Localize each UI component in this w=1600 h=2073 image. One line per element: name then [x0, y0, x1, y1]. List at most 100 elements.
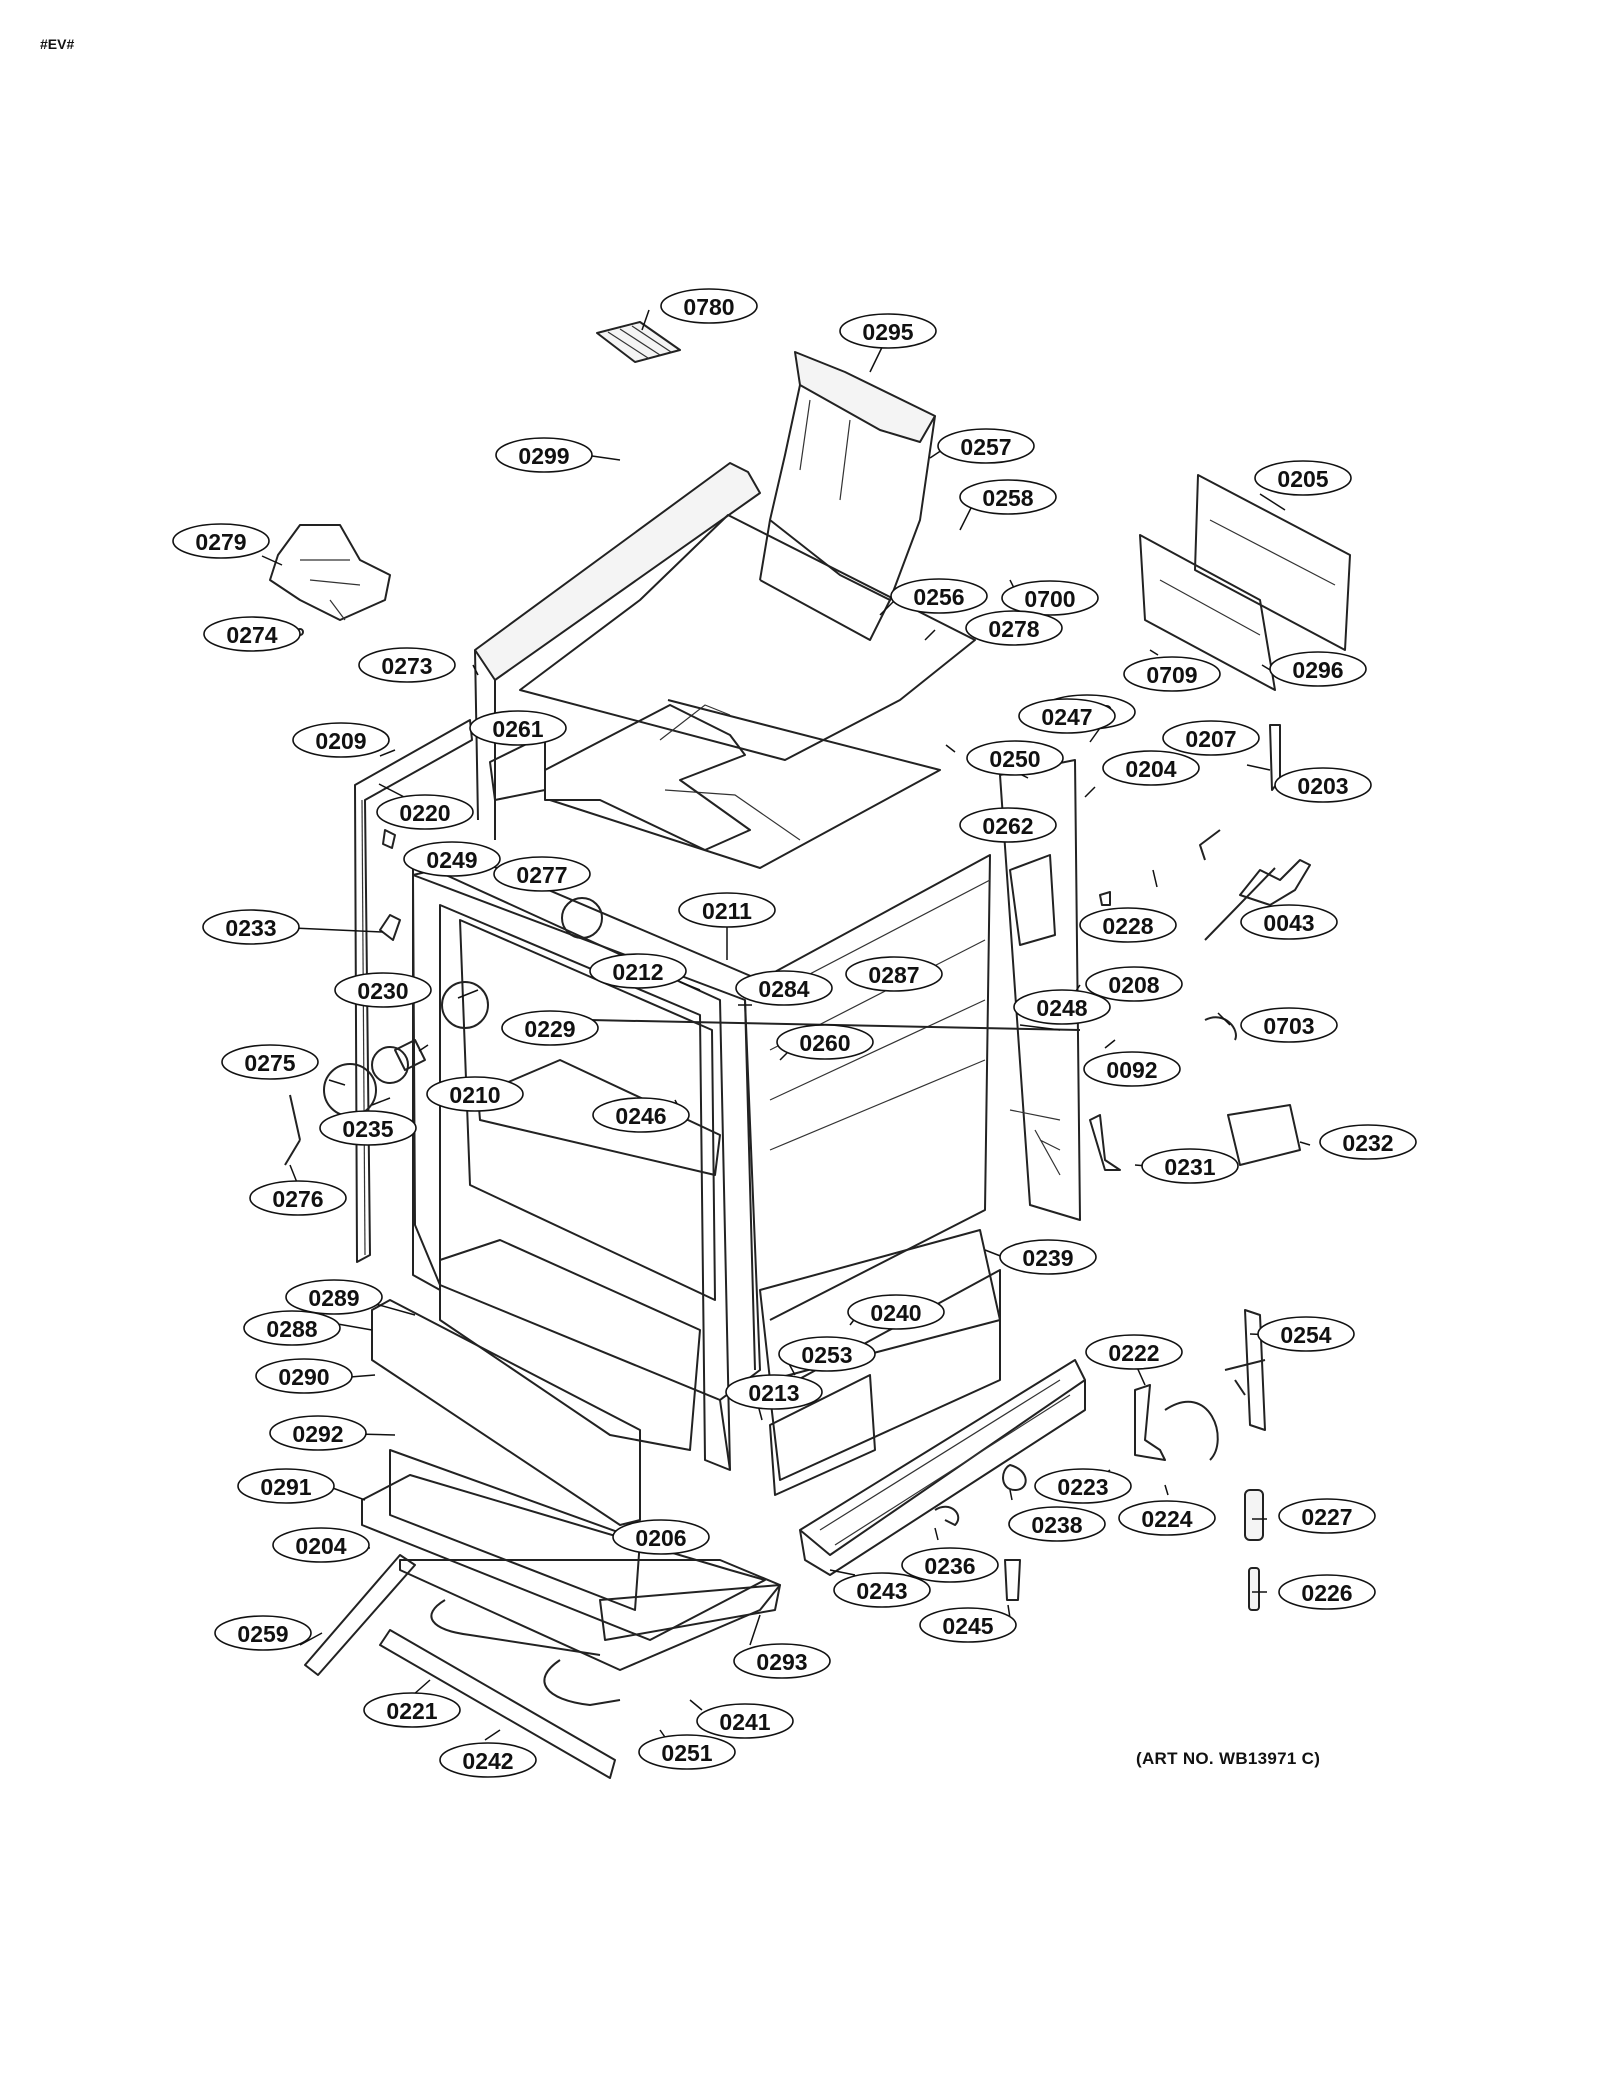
callout-0239: 0239	[999, 1239, 1097, 1275]
callout-label: 0213	[748, 1380, 799, 1406]
callout-label: 0278	[988, 616, 1039, 642]
callout-0262: 0262	[959, 807, 1057, 843]
front-frame-part	[412, 859, 731, 1471]
callout-label: 0203	[1297, 773, 1348, 799]
callout-0279: 0279	[172, 523, 270, 559]
callout-bubble	[1083, 1051, 1181, 1087]
callout-bubble	[901, 1547, 999, 1583]
callout-bubble	[919, 1607, 1017, 1643]
callout-0288: 0288	[243, 1310, 341, 1346]
callout-0261: 0261	[469, 710, 567, 746]
callout-bubble	[1162, 720, 1260, 756]
callout-0241: 0241	[696, 1703, 794, 1739]
callout-bubble	[959, 479, 1057, 515]
callout-bubble	[319, 1110, 417, 1146]
callout-bubble	[376, 794, 474, 830]
callout-0284: 0284	[735, 970, 833, 1006]
callout-bubble	[1278, 1498, 1376, 1534]
callout-0259: 0259	[214, 1615, 312, 1651]
callout-bubble	[1269, 651, 1367, 687]
small-parts-right	[934, 859, 1311, 1611]
callout-0205: 0205	[1254, 460, 1352, 496]
callout-0257: 0257	[937, 428, 1035, 464]
callout-0274: 0274	[203, 616, 301, 652]
callout-label: 0289	[308, 1285, 359, 1311]
callout-0287: 0287	[845, 956, 943, 992]
callout-0249: 0249	[403, 841, 501, 877]
callout-label: 0260	[799, 1030, 850, 1056]
callout-label: 0288	[266, 1316, 317, 1342]
callout-0256: 0256	[890, 578, 988, 614]
callout-label: 0290	[278, 1364, 329, 1390]
art-number: (ART NO. WB13971 C)	[1136, 1749, 1321, 1768]
callout-0043: 0043	[1240, 904, 1338, 940]
callout-label: 0230	[357, 978, 408, 1004]
oven-top-plate-part	[544, 699, 941, 869]
callout-bubble	[237, 1468, 335, 1504]
flue-duct-part	[759, 351, 936, 641]
callout-bubble	[847, 1294, 945, 1330]
callout-bubble	[334, 972, 432, 1008]
callout-0246: 0246	[592, 1097, 690, 1133]
callout-label: 0254	[1280, 1322, 1331, 1348]
callout-bubble	[833, 1572, 931, 1608]
callout-0228: 0228	[1079, 907, 1177, 943]
callout-label: 0238	[1031, 1512, 1082, 1538]
callout-bubble	[1257, 1316, 1355, 1352]
callout-0236: 0236	[901, 1547, 999, 1583]
callout-bubble	[965, 610, 1063, 646]
callout-bubble	[1001, 580, 1099, 616]
callout-label: 0233	[225, 915, 276, 941]
callout-bubble	[735, 970, 833, 1006]
callout-bubble	[495, 437, 593, 473]
callout-0240: 0240	[847, 1294, 945, 1330]
callout-label: 0043	[1263, 910, 1314, 936]
callout-label: 0204	[1125, 756, 1176, 782]
callout-label: 0206	[635, 1525, 686, 1551]
callout-0299: 0299	[495, 437, 593, 473]
callout-0204: 0204	[272, 1527, 370, 1563]
callout-0221: 0221	[363, 1692, 461, 1728]
callout-bubble	[1085, 1334, 1183, 1370]
callout-bubble	[493, 856, 591, 892]
callout-label: 0211	[702, 898, 752, 924]
callout-0243: 0243	[833, 1572, 931, 1608]
callout-label: 0235	[342, 1116, 393, 1142]
broiler-pan-part	[371, 1239, 701, 1526]
callout-bubble	[1254, 460, 1352, 496]
callout-0209: 0209	[292, 722, 390, 758]
callout-bubble	[1141, 1148, 1239, 1184]
callout-label: 0243	[856, 1578, 907, 1604]
callout-bubble	[678, 892, 776, 928]
callout-0780: 0780	[660, 288, 758, 324]
callout-bubble	[776, 1024, 874, 1060]
callout-label: 0253	[801, 1342, 852, 1368]
callout-bubble	[839, 313, 937, 349]
callout-bubble	[1018, 698, 1116, 734]
callout-label: 0295	[862, 319, 913, 345]
callout-bubble	[890, 578, 988, 614]
callout-label: 0780	[683, 294, 734, 320]
callout-0250: 0250	[966, 740, 1064, 776]
callout-label: 0207	[1185, 726, 1236, 752]
callout-bubble	[638, 1734, 736, 1770]
callout-label: 0092	[1106, 1057, 1157, 1083]
callout-0206: 0206	[612, 1519, 710, 1555]
bake-element-part	[304, 1554, 781, 1779]
callout-label: 0249	[426, 847, 477, 873]
callout-0213: 0213	[725, 1374, 823, 1410]
callout-0254: 0254	[1257, 1316, 1355, 1352]
callout-0295: 0295	[839, 313, 937, 349]
callout-0203: 0203	[1274, 767, 1372, 803]
callout-label: 0275	[244, 1050, 295, 1076]
oven-artwork	[269, 321, 1351, 1779]
callout-label: 0256	[913, 584, 964, 610]
callout-label: 0261	[492, 716, 543, 742]
callout-0226: 0226	[1278, 1574, 1376, 1610]
callout-0296: 0296	[1269, 651, 1367, 687]
callout-label: 0241	[719, 1709, 770, 1735]
callout-bubble	[439, 1742, 537, 1778]
callout-0276: 0276	[249, 1180, 347, 1216]
